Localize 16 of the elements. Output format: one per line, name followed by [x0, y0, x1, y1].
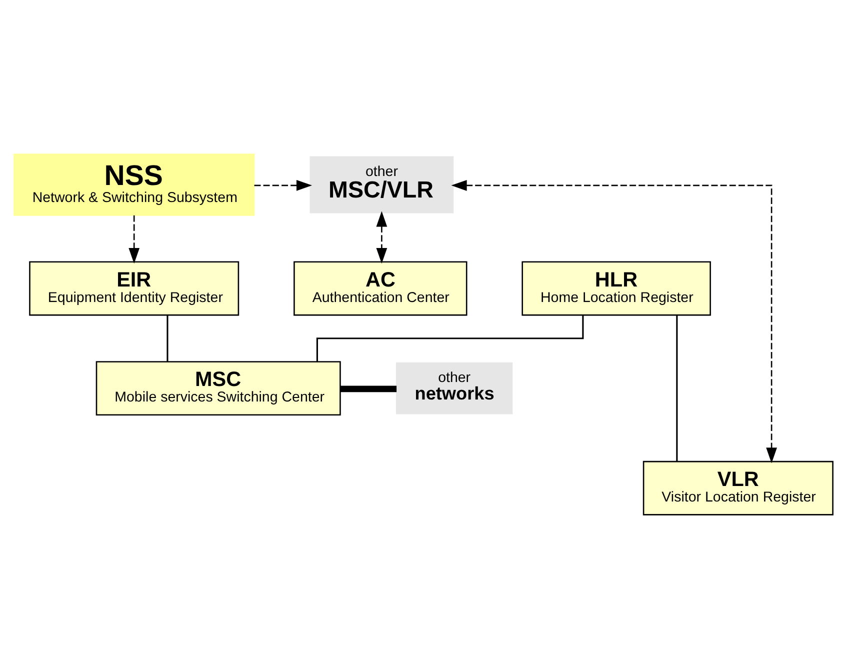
connector [316, 315, 584, 362]
node-box: HLR Home Location Register [521, 261, 710, 316]
connector [676, 315, 678, 461]
node-box: MSC Mobile services Switching Center [95, 361, 340, 416]
arrow [128, 215, 140, 264]
node-box: other networks [395, 362, 512, 414]
node-box: NSS Network & Switching Subsystem [13, 154, 254, 216]
connector [340, 386, 396, 392]
node-box: other MSC/VLR [309, 156, 454, 214]
arrow [450, 180, 777, 464]
connector [166, 315, 168, 362]
node-box: VLR Visitor Location Register [642, 460, 833, 516]
node-box: AC Authentication Center [293, 261, 467, 316]
arrow [376, 211, 387, 264]
node-box: EIR Equipment Identity Register [28, 261, 239, 316]
arrow [254, 180, 312, 191]
